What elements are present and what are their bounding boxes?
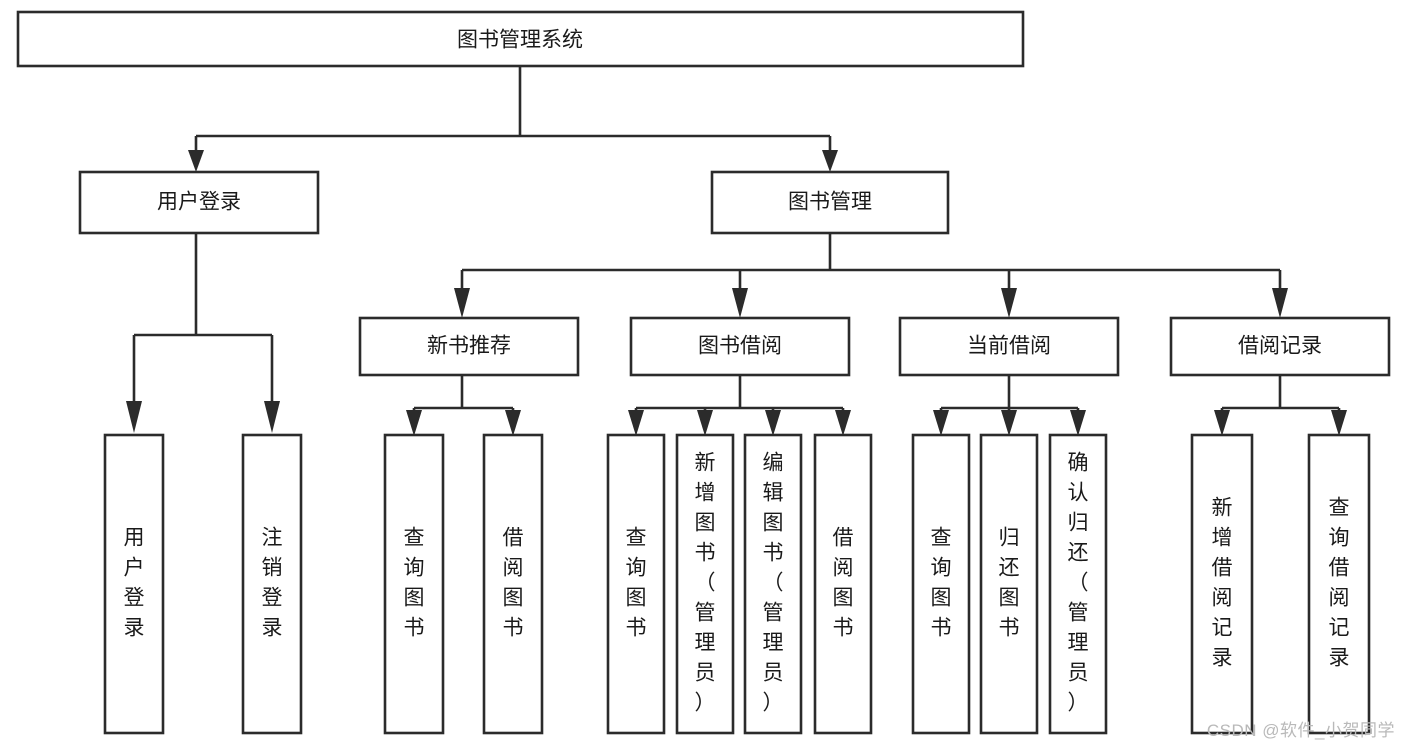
node-book-manage[interactable]: 图书管理 bbox=[710, 170, 950, 235]
arrow-head-leaf-edit-book bbox=[765, 410, 781, 436]
node-leaf-edit-book-label: 编辑图书（管理员） bbox=[763, 452, 784, 715]
node-book-manage-box[interactable] bbox=[710, 170, 950, 235]
node-new-book-recommend[interactable]: 新书推荐 bbox=[358, 316, 580, 377]
node-leaf-query-book-2[interactable]: 查询图书 bbox=[606, 433, 666, 735]
node-leaf-return-book-label: 归还图书 bbox=[999, 527, 1020, 640]
arrow-head-leaf-confirm-return bbox=[1070, 410, 1086, 436]
node-leaf-query-book-2-label: 查询图书 bbox=[626, 527, 647, 640]
node-root-label: 图书管理系统 bbox=[457, 29, 583, 52]
arrow-head-book-manage bbox=[822, 150, 838, 172]
arrow-head-leaf-borrow-book-2 bbox=[835, 410, 851, 436]
node-leaf-query-record[interactable]: 查询借阅记录 bbox=[1307, 433, 1371, 735]
node-book-borrow[interactable]: 图书借阅 bbox=[629, 316, 851, 377]
node-leaf-confirm-return[interactable]: 确认归还（管理员） bbox=[1048, 433, 1108, 735]
node-leaf-query-book-2-box[interactable] bbox=[606, 433, 666, 735]
node-leaf-add-book[interactable]: 新增图书（管理员） bbox=[675, 433, 735, 735]
arrow-head-leaf-add-record bbox=[1214, 410, 1230, 436]
node-leaf-borrow-book-2-box[interactable] bbox=[813, 433, 873, 735]
node-new-book-recommend-label: 新书推荐 bbox=[427, 335, 511, 358]
csdn-watermark: CSDN @软件_小贺同学 bbox=[1206, 721, 1395, 740]
arrow-head-leaf-query-book-3 bbox=[933, 410, 949, 436]
node-user-login-label: 用户登录 bbox=[157, 191, 241, 214]
arrow-head-leaf-user-login bbox=[126, 401, 142, 433]
arrow-head-current-borrow bbox=[1001, 288, 1017, 318]
node-leaf-user-logout-box[interactable] bbox=[241, 433, 303, 735]
arrow-head-leaf-query-record bbox=[1331, 410, 1347, 436]
arrow-head-leaf-query-book-2 bbox=[628, 410, 644, 436]
node-leaf-query-book-3-box[interactable] bbox=[911, 433, 971, 735]
node-root[interactable]: 图书管理系统 bbox=[16, 10, 1025, 68]
node-leaf-edit-book-box[interactable] bbox=[743, 433, 803, 735]
node-user-login-box[interactable] bbox=[78, 170, 320, 235]
node-leaf-add-record[interactable]: 新增借阅记录 bbox=[1190, 433, 1254, 735]
node-leaf-edit-book[interactable]: 编辑图书（管理员） bbox=[743, 433, 803, 735]
node-leaf-query-record-box[interactable] bbox=[1307, 433, 1371, 735]
node-leaf-confirm-return-label: 确认归还（管理员） bbox=[1068, 452, 1089, 715]
node-borrow-record-label: 借阅记录 bbox=[1238, 335, 1322, 358]
node-leaf-query-book-1-label: 查询图书 bbox=[404, 527, 425, 640]
node-leaf-user-login-box[interactable] bbox=[103, 433, 165, 735]
node-leaf-return-book[interactable]: 归还图书 bbox=[979, 433, 1039, 735]
node-leaf-query-book-3-label: 查询图书 bbox=[931, 527, 952, 640]
arrow-head-user-login bbox=[188, 150, 204, 172]
node-leaf-query-book-3[interactable]: 查询图书 bbox=[911, 433, 971, 735]
node-borrow-record-box[interactable] bbox=[1169, 316, 1391, 377]
node-leaf-add-record-label: 新增借阅记录 bbox=[1212, 497, 1233, 670]
arrow-head-book-borrow bbox=[732, 288, 748, 318]
arrow-head-leaf-user-logout bbox=[264, 401, 280, 433]
node-leaf-borrow-book-1[interactable]: 借阅图书 bbox=[482, 433, 544, 735]
node-new-book-recommend-box[interactable] bbox=[358, 316, 580, 377]
node-leaf-add-book-box[interactable] bbox=[675, 433, 735, 735]
connector-layer bbox=[126, 66, 1347, 436]
node-leaf-borrow-book-2-label: 借阅图书 bbox=[833, 527, 854, 640]
node-leaf-query-record-label: 查询借阅记录 bbox=[1329, 497, 1350, 670]
node-root-box[interactable] bbox=[16, 10, 1025, 68]
node-leaf-user-logout[interactable]: 注销登录 bbox=[241, 433, 303, 735]
node-leaf-user-login[interactable]: 用户登录 bbox=[103, 433, 165, 735]
arrow-head-leaf-borrow-book-1 bbox=[505, 410, 521, 436]
node-leaf-confirm-return-box[interactable] bbox=[1048, 433, 1108, 735]
node-current-borrow-label: 当前借阅 bbox=[967, 335, 1051, 358]
node-leaf-borrow-book-1-label: 借阅图书 bbox=[503, 527, 524, 640]
node-leaf-query-book-1[interactable]: 查询图书 bbox=[383, 433, 445, 735]
node-user-login[interactable]: 用户登录 bbox=[78, 170, 320, 235]
node-current-borrow[interactable]: 当前借阅 bbox=[898, 316, 1120, 377]
node-leaf-query-book-1-box[interactable] bbox=[383, 433, 445, 735]
node-leaf-add-record-box[interactable] bbox=[1190, 433, 1254, 735]
node-book-borrow-box[interactable] bbox=[629, 316, 851, 377]
node-leaf-return-book-box[interactable] bbox=[979, 433, 1039, 735]
arrow-head-leaf-add-book bbox=[697, 410, 713, 436]
node-borrow-record[interactable]: 借阅记录 bbox=[1169, 316, 1391, 377]
node-leaf-add-book-label: 新增图书（管理员） bbox=[695, 452, 716, 715]
arrow-head-borrow-record bbox=[1272, 288, 1288, 318]
node-book-borrow-label: 图书借阅 bbox=[698, 335, 782, 358]
arrow-head-new-book-recommend bbox=[454, 288, 470, 318]
node-leaf-user-login-label: 用户登录 bbox=[124, 527, 145, 640]
node-leaf-user-logout-label: 注销登录 bbox=[262, 527, 283, 640]
arrow-head-leaf-return-book bbox=[1001, 410, 1017, 436]
arrow-head-leaf-query-book-1 bbox=[406, 410, 422, 436]
node-current-borrow-box[interactable] bbox=[898, 316, 1120, 377]
node-leaf-borrow-book-1-box[interactable] bbox=[482, 433, 544, 735]
node-book-manage-label: 图书管理 bbox=[788, 191, 872, 214]
node-leaf-borrow-book-2[interactable]: 借阅图书 bbox=[813, 433, 873, 735]
